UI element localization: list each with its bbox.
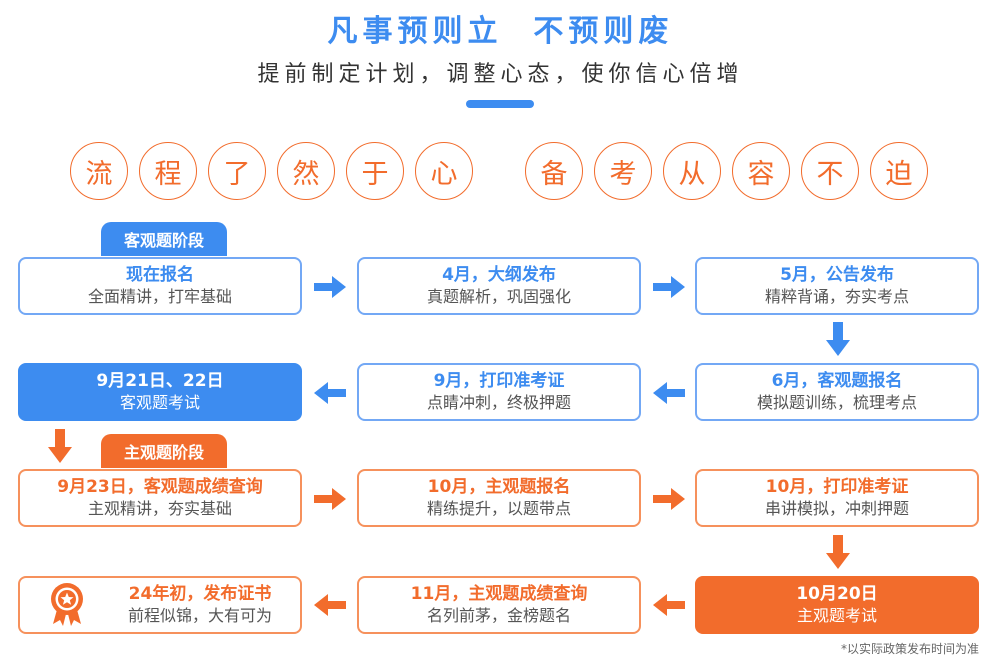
arrow-right-icon bbox=[314, 276, 346, 298]
step-title: 6月，客观题报名 bbox=[771, 371, 903, 391]
step-title: 5月，公告发布 bbox=[780, 265, 894, 285]
step-title: 4月，大纲发布 bbox=[442, 265, 556, 285]
title-underline bbox=[466, 100, 534, 108]
arrow-left-icon bbox=[314, 594, 346, 616]
step-title: 24年初，发布证书 bbox=[128, 584, 272, 604]
step-print-admission-objective: 9月，打印准考证 点睛冲刺，终极押题 bbox=[357, 363, 641, 421]
arrow-left-icon bbox=[653, 382, 685, 404]
slogan-char: 程 bbox=[139, 142, 197, 200]
step-title: 9月21日、22日 bbox=[96, 371, 224, 391]
arrow-down-icon bbox=[48, 429, 72, 463]
arrow-down-icon bbox=[826, 535, 850, 569]
step-desc: 主观题考试 bbox=[796, 606, 877, 625]
step-subjective-score-query: 11月，主观题成绩查询 名列前茅，金榜题名 bbox=[357, 576, 641, 634]
page-title: 凡事预则立 不预则废 bbox=[327, 14, 674, 49]
arrow-right-icon bbox=[653, 276, 685, 298]
step-desc: 名列前茅，金榜题名 bbox=[426, 606, 571, 625]
step-syllabus-release: 4月，大纲发布 真题解析，巩固强化 bbox=[357, 257, 641, 315]
page-subtitle: 提前制定计划，调整心态，使你信心倍增 bbox=[257, 62, 744, 87]
step-title: 11月，主观题成绩查询 bbox=[410, 584, 588, 604]
footnote: *以实际政策发布时间为准 bbox=[840, 642, 979, 656]
step-desc: 主观精讲，夯实基础 bbox=[87, 499, 232, 518]
slogan-char: 心 bbox=[415, 142, 473, 200]
step-desc: 前程似锦，大有可为 bbox=[127, 606, 272, 625]
step-desc: 精粹背诵，夯实考点 bbox=[764, 287, 909, 306]
slogan-char: 备 bbox=[525, 142, 583, 200]
step-objective-exam: 9月21日、22日 客观题考试 bbox=[18, 363, 302, 421]
step-subjective-exam: 10月20日 主观题考试 bbox=[695, 576, 979, 634]
step-subjective-registration: 10月，主观题报名 精练提升，以题带点 bbox=[357, 469, 641, 527]
step-desc: 点睛冲刺，终极押题 bbox=[426, 393, 571, 412]
arrow-down-icon bbox=[826, 322, 850, 356]
slogan-char: 然 bbox=[277, 142, 335, 200]
subjective-stage-tag: 主观题阶段 bbox=[101, 434, 227, 468]
step-desc: 串讲模拟，冲刺押题 bbox=[764, 499, 909, 518]
step-desc: 全面精讲，打牢基础 bbox=[87, 287, 232, 306]
step-title: 现在报名 bbox=[126, 265, 194, 285]
arrow-right-icon bbox=[314, 488, 346, 510]
step-desc: 客观题考试 bbox=[119, 393, 200, 412]
step-title: 9月23日，客观题成绩查询 bbox=[57, 477, 263, 497]
slogan-char: 考 bbox=[594, 142, 652, 200]
slogan-char: 迫 bbox=[870, 142, 928, 200]
arrow-right-icon bbox=[653, 488, 685, 510]
step-objective-registration: 6月，客观题报名 模拟题训练，梳理考点 bbox=[695, 363, 979, 421]
step-objective-score-query: 9月23日，客观题成绩查询 主观精讲，夯实基础 bbox=[18, 469, 302, 527]
step-title: 10月，主观题报名 bbox=[427, 477, 571, 497]
medal-icon bbox=[51, 583, 83, 626]
slogan-char: 于 bbox=[346, 142, 404, 200]
slogan-char: 从 bbox=[663, 142, 721, 200]
slogan-char: 不 bbox=[801, 142, 859, 200]
step-print-admission-subjective: 10月，打印准考证 串讲模拟，冲刺押题 bbox=[695, 469, 979, 527]
objective-stage-tag: 客观题阶段 bbox=[101, 222, 227, 256]
step-title: 9月，打印准考证 bbox=[433, 371, 565, 391]
step-desc: 真题解析，巩固强化 bbox=[426, 287, 571, 306]
step-desc: 精练提升，以题带点 bbox=[426, 499, 571, 518]
step-register-now: 现在报名 全面精讲，打牢基础 bbox=[18, 257, 302, 315]
step-title: 10月20日 bbox=[796, 584, 878, 604]
arrow-left-icon bbox=[653, 594, 685, 616]
slogan-char: 流 bbox=[70, 142, 128, 200]
step-announcement: 5月，公告发布 精粹背诵，夯实考点 bbox=[695, 257, 979, 315]
slogan-char: 了 bbox=[208, 142, 266, 200]
arrow-left-icon bbox=[314, 382, 346, 404]
step-title: 10月，打印准考证 bbox=[765, 477, 909, 497]
slogan-char: 容 bbox=[732, 142, 790, 200]
step-desc: 模拟题训练，梳理考点 bbox=[756, 393, 917, 412]
